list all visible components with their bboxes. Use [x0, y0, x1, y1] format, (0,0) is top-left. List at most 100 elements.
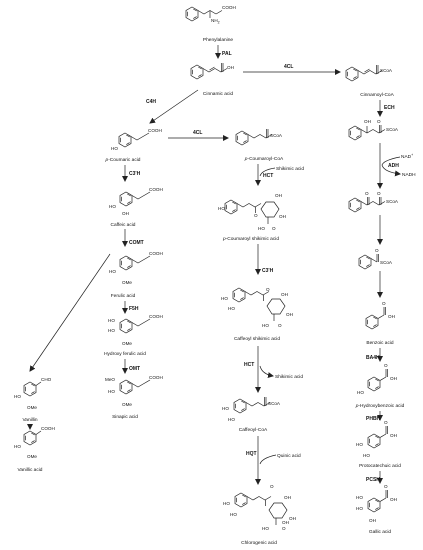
arrow-shikimic-in [259, 167, 276, 177]
svg-text:OH: OH [284, 495, 291, 500]
enzyme-pal: PAL [222, 51, 232, 57]
caffeoyl-shikimic-structure: HO HO O OH OH HO O [221, 287, 293, 328]
hydroxy-phenylpropanoyl-coa-structure: OH O SCoA [348, 119, 399, 141]
svg-text:HO: HO [258, 226, 265, 231]
benzoic-acid-label: Benzoic acid [366, 340, 394, 346]
svg-text:O: O [278, 323, 282, 328]
svg-text:OMe: OMe [27, 454, 37, 459]
arrow-quinic-in [259, 454, 277, 465]
svg-text:HO: HO [218, 206, 225, 211]
svg-text:HO: HO [109, 269, 116, 274]
svg-text:SCoA: SCoA [380, 68, 393, 73]
svg-text:OH: OH [122, 211, 129, 216]
svg-text:HO: HO [228, 417, 235, 422]
gallic-acid-label: Gallic acid [369, 529, 391, 535]
svg-text:HO: HO [108, 328, 115, 333]
p-coumaric-acid-label: p-Coumaric acid [105, 157, 141, 163]
svg-text:O: O [384, 420, 388, 425]
svg-text:COOH: COOH [148, 128, 162, 133]
svg-text:COOH: COOH [149, 375, 163, 380]
svg-text:OH: OH [289, 516, 296, 521]
caffeoyl-coa-label: Caffeoyl-CoA [239, 427, 268, 433]
svg-text:SCoA: SCoA [386, 127, 399, 132]
cofactor-shikimic-in: Shikimic acid [276, 166, 304, 172]
svg-text:O: O [384, 484, 388, 489]
reaction-arrows [27, 45, 401, 485]
svg-text:HO: HO [111, 146, 118, 151]
p-coumaroyl-shikimic-structure: HO O OH OH HO O [218, 193, 286, 231]
p-coumaric-acid-structure: COOH HO [111, 128, 162, 151]
svg-text:HO: HO [109, 204, 116, 209]
phenylalanine-cooh: COOH [222, 5, 236, 10]
cofactor-shikimic-out: Shikimic acid [275, 374, 303, 380]
enzyme-omt: OMT [129, 366, 140, 372]
enzyme-phbh: PHBH [366, 416, 381, 422]
protocatechuic-structure: O OH HO HO [356, 420, 397, 458]
gallic-acid-structure: O OH HO HO OH [356, 484, 397, 523]
svg-text:O: O [270, 484, 274, 489]
caffeic-acid-structure: COOH HO OH [109, 187, 163, 216]
arrow-nad [381, 156, 401, 177]
svg-text:O: O [382, 301, 386, 306]
hydroxy-ferulic-label: Hydroxy ferulic acid [104, 351, 146, 357]
svg-text:OMe: OMe [122, 280, 132, 285]
enzyme-ech: ECH [384, 105, 395, 111]
caffeic-acid-label: Caffeic acid [111, 222, 136, 228]
enzyme-adh: ADH [388, 163, 399, 169]
enzyme-hct-top: HCT [263, 173, 273, 179]
arrow-shikimic-out [259, 365, 274, 379]
svg-text:OH: OH [282, 520, 289, 525]
p-coumaroyl-shikimic-label: p-Coumaroyl shikimic acid [222, 236, 279, 242]
phenylalanine-structure: COOH NH2 [185, 5, 236, 25]
phenylalanine-label: Phenylalanine [203, 37, 233, 43]
svg-text:O: O [365, 191, 369, 196]
vanillin-label: Vanillin [22, 417, 37, 423]
svg-text:SCoA: SCoA [386, 199, 399, 204]
svg-text:O: O [282, 526, 286, 531]
svg-text:SCoA: SCoA [268, 401, 281, 406]
vanillin-structure: CHO HO OMe [14, 377, 52, 410]
svg-text:OH: OH [279, 214, 286, 219]
oxo-phenylpropanoyl-coa-structure: O O SCoA [348, 191, 399, 213]
svg-text:HO: HO [14, 394, 21, 399]
sinapic-acid-label: Sinapic acid [112, 414, 138, 420]
svg-text:OH: OH [286, 312, 293, 317]
svg-text:HO: HO [222, 406, 229, 411]
svg-text:O: O [266, 287, 270, 292]
svg-text:O: O [254, 213, 258, 218]
cinnamic-oh: OH [227, 65, 234, 70]
cofactor-quinic-in: Quinic acid [277, 453, 301, 459]
cofactor-nad: NAD+ [401, 153, 413, 160]
benzoic-acid-structure: O OH [365, 301, 395, 330]
svg-text:HO: HO [363, 453, 370, 458]
svg-text:OH: OH [390, 497, 397, 502]
svg-text:HO: HO [228, 306, 235, 311]
chlorogenic-acid-label: Chlorogenic acid [241, 540, 277, 546]
svg-text:O: O [272, 226, 276, 231]
svg-text:HO: HO [14, 444, 21, 449]
arrow-vanillin [29, 253, 111, 372]
enzyme-c3h-mid: C3'H [262, 268, 274, 274]
svg-text:OMe: OMe [122, 341, 132, 346]
cinnamoyl-coa-structure: SCoA [345, 65, 393, 82]
enzyme-hct-mid: HCT [244, 362, 254, 368]
svg-text:OH: OH [275, 193, 282, 198]
hydroxy-ferulic-structure: COOH HO HO OMe [108, 314, 163, 346]
svg-text:COOH: COOH [41, 426, 55, 431]
p-coumaroyl-coa-label: p-Coumaroyl-CoA [244, 156, 284, 162]
svg-text:OH: OH [390, 376, 397, 381]
caffeoyl-coa-structure: HO HO SCoA [222, 397, 281, 422]
svg-text:COOH: COOH [149, 187, 163, 192]
enzyme-4cl-top: 4CL [284, 64, 293, 70]
svg-text:OMe: OMe [122, 402, 132, 407]
svg-text:CHO: CHO [41, 377, 52, 382]
svg-text:COOH: COOH [149, 314, 163, 319]
svg-text:HO: HO [356, 442, 363, 447]
svg-text:OH: OH [390, 433, 397, 438]
arrow-c4h [149, 89, 199, 124]
p-hydroxybenzoic-structure: O OH HO [357, 363, 397, 395]
svg-text:OH: OH [281, 292, 288, 297]
enzyme-c4h: C4H [146, 99, 156, 105]
svg-text:HO: HO [356, 495, 363, 500]
sinapic-acid-structure: COOH MeO HO OMe [105, 375, 163, 407]
